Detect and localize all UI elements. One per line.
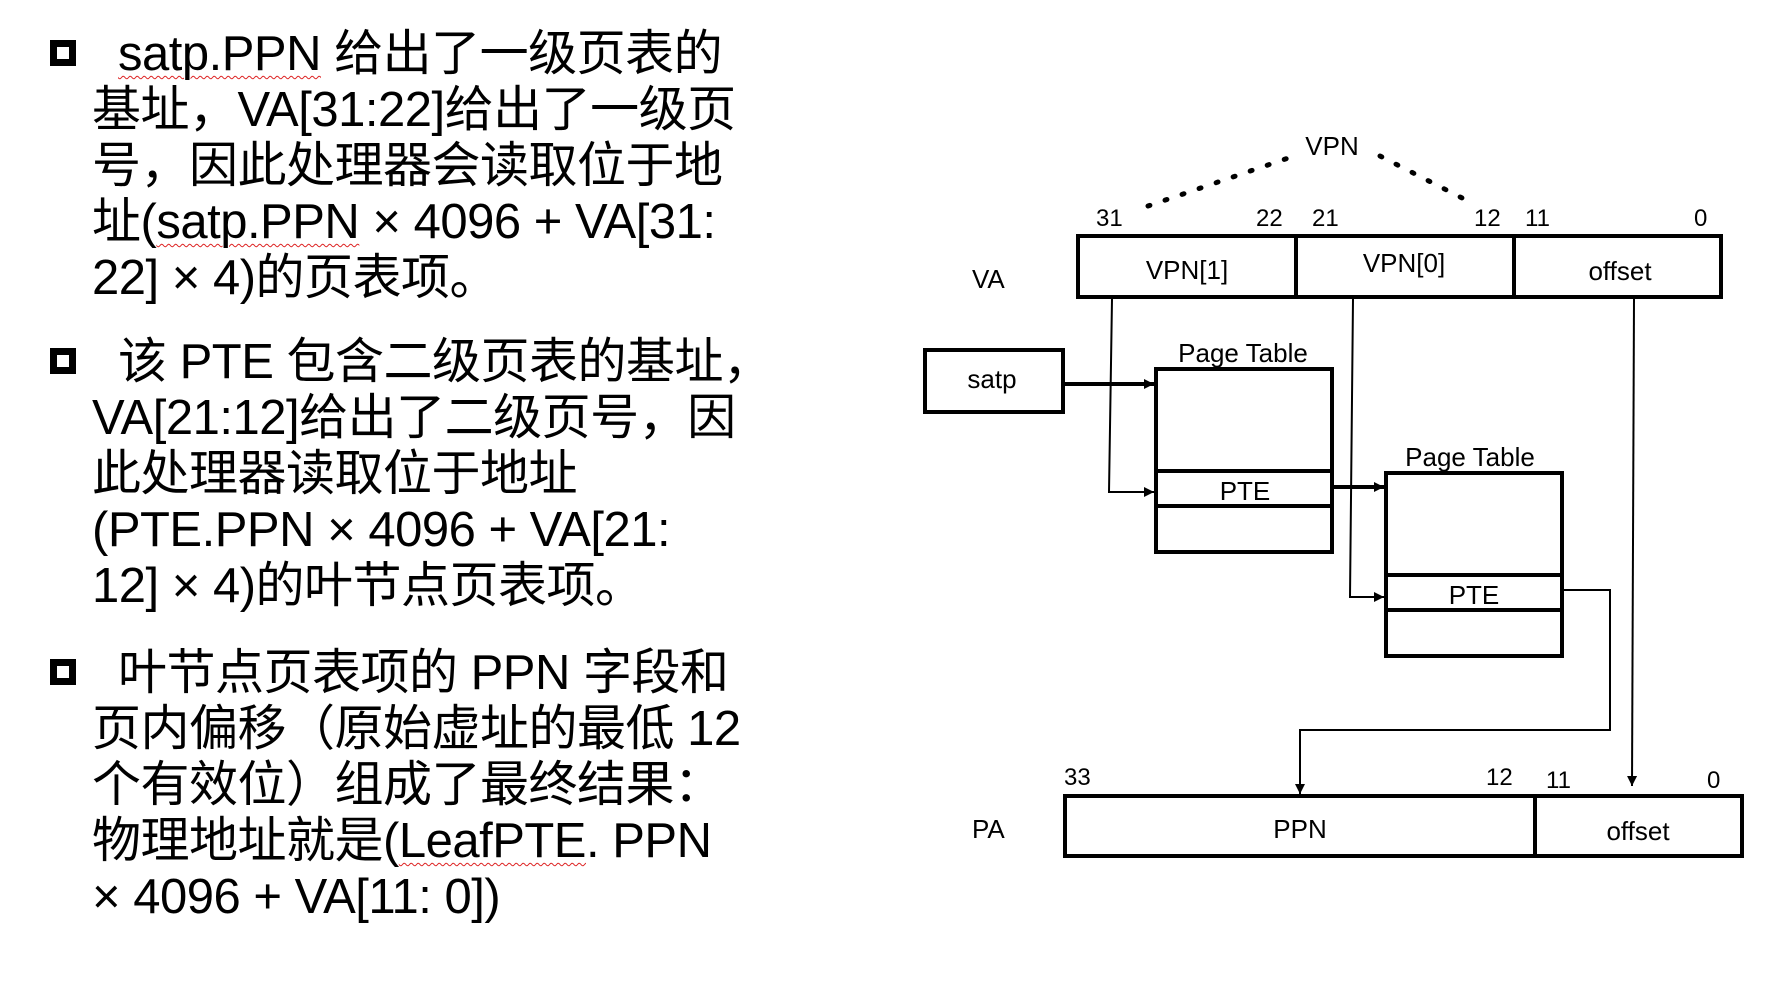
bullet-line: (PTE.PPN × 4096 + VA[21:: [92, 502, 772, 558]
bullet-line: VA[21:12]给出了二级页号，因: [92, 390, 772, 446]
text-run: 给出了一级页表的: [320, 27, 723, 81]
pte-1-label: PTE: [1220, 476, 1271, 506]
text-run: 址(: [92, 195, 157, 249]
va-bit-31: 31: [1096, 205, 1123, 232]
pa-field-offset: offset: [1606, 816, 1670, 846]
text-run: 个有效位）组成了最终结果：: [92, 758, 723, 812]
vpn-bracket-right: [1377, 153, 1469, 203]
pa-field-ppn: PPN: [1273, 814, 1326, 844]
va-field-vpn1: VPN[1]: [1146, 255, 1228, 285]
text-run: 基址，VA[31:22]给出了一级页: [92, 83, 736, 137]
page-table-2-label: Page Table: [1405, 442, 1535, 472]
vpn1-index-arrow: [1107, 298, 1154, 497]
spellcheck-flagged-word: LeafPTE: [398, 814, 587, 868]
vpn-label: VPN: [1305, 131, 1358, 161]
va-bit-22: 22: [1256, 205, 1283, 232]
pa-bit-0: 0: [1707, 767, 1720, 794]
pa-label: PA: [972, 814, 1005, 844]
text-run: VA[21:12]给出了二级页号，因: [92, 391, 736, 445]
satp-register: satp: [923, 348, 1065, 414]
text-run: . PPN: [586, 814, 712, 868]
bullet-line: 叶节点页表项的 PPN 字段和: [92, 645, 741, 701]
square-bullet-icon: [50, 659, 76, 685]
explanation-text-panel: satp.PPN 给出了一级页表的基址，VA[31:22]给出了一级页号，因此处…: [0, 0, 820, 982]
bullet-line: 此处理器读取位于地址: [92, 446, 772, 502]
text-run: 叶节点页表项的 PPN 字段和: [118, 646, 729, 700]
text-run: × 4096 + VA[31:: [359, 195, 716, 249]
text-run: (PTE.PPN × 4096 + VA[21:: [92, 503, 671, 557]
text-run: 号，因此处理器会读取位于地: [92, 139, 723, 193]
square-bullet-icon: [50, 40, 76, 66]
text-run: 物理地址就是(: [92, 814, 399, 868]
va-bit-12: 12: [1474, 205, 1501, 232]
page-table-1: PTE: [1154, 367, 1334, 554]
text-run: 该 PTE 包含二级页表的基址，: [118, 335, 772, 389]
spellcheck-flagged-word: satp.PPN: [156, 195, 360, 249]
va-label: VA: [972, 264, 1005, 294]
pa-bit-11: 11: [1546, 767, 1571, 794]
va-field-vpn0: VPN[0]: [1363, 248, 1445, 278]
va-bit-11: 11: [1525, 205, 1550, 232]
va-field-offset: offset: [1588, 256, 1652, 286]
spellcheck-flagged-word: satp.PPN: [118, 27, 321, 81]
page-table-1-label: Page Table: [1178, 338, 1308, 368]
bullet-line: 号，因此处理器会读取位于地: [92, 138, 736, 194]
vpn0-index-arrow: [1348, 298, 1384, 602]
text-run: × 4096 + VA[11: 0]): [92, 870, 501, 924]
bullet-line: 该 PTE 包含二级页表的基址，: [92, 334, 772, 390]
bullet-line: 址(satp.PPN × 4096 + VA[31:: [92, 194, 736, 250]
page-table-2: PTE: [1384, 471, 1564, 658]
bullet-line: satp.PPN 给出了一级页表的: [92, 26, 736, 82]
text-run: 22] × 4)的页表项。: [92, 251, 499, 305]
text-run: 此处理器读取位于地址: [92, 447, 578, 501]
pte2-to-ppn-arrow: [1295, 589, 1611, 794]
text-run: 12] × 4)的叶节点页表项。: [92, 559, 644, 613]
pa-bit-12: 12: [1486, 764, 1513, 791]
va-register: VPN[1] VPN[0] offset: [1076, 234, 1723, 299]
satp-label: satp: [967, 364, 1016, 394]
bullet-text: satp.PPN 给出了一级页表的基址，VA[31:22]给出了一级页号，因此处…: [92, 26, 736, 306]
bullet-text: 该 PTE 包含二级页表的基址，VA[21:12]给出了二级页号，因此处理器读取…: [92, 334, 772, 614]
pa-bit-33: 33: [1064, 764, 1091, 791]
pa-register: PPN offset: [1063, 794, 1744, 858]
va-bit-0: 0: [1694, 205, 1707, 232]
bullet-line: 页内偏移（原始虚址的最低 12: [92, 701, 741, 757]
bullet-line: 22] × 4)的页表项。: [92, 250, 736, 306]
bullet-line: 12] × 4)的叶节点页表项。: [92, 558, 772, 614]
bullet-line: 物理地址就是(LeafPTE. PPN: [92, 813, 741, 869]
bullet-line: × 4096 + VA[11: 0]): [92, 869, 741, 925]
bullet-line: 个有效位）组成了最终结果：: [92, 757, 741, 813]
offset-copy-arrow: [1627, 298, 1638, 787]
vpn-bracket-left: [1145, 151, 1303, 209]
square-bullet-icon: [50, 348, 76, 374]
text-run: 页内偏移（原始虚址的最低 12: [92, 702, 741, 756]
va-bit-21: 21: [1312, 205, 1339, 232]
pte-2-label: PTE: [1449, 580, 1500, 610]
bullet-line: 基址，VA[31:22]给出了一级页: [92, 82, 736, 138]
